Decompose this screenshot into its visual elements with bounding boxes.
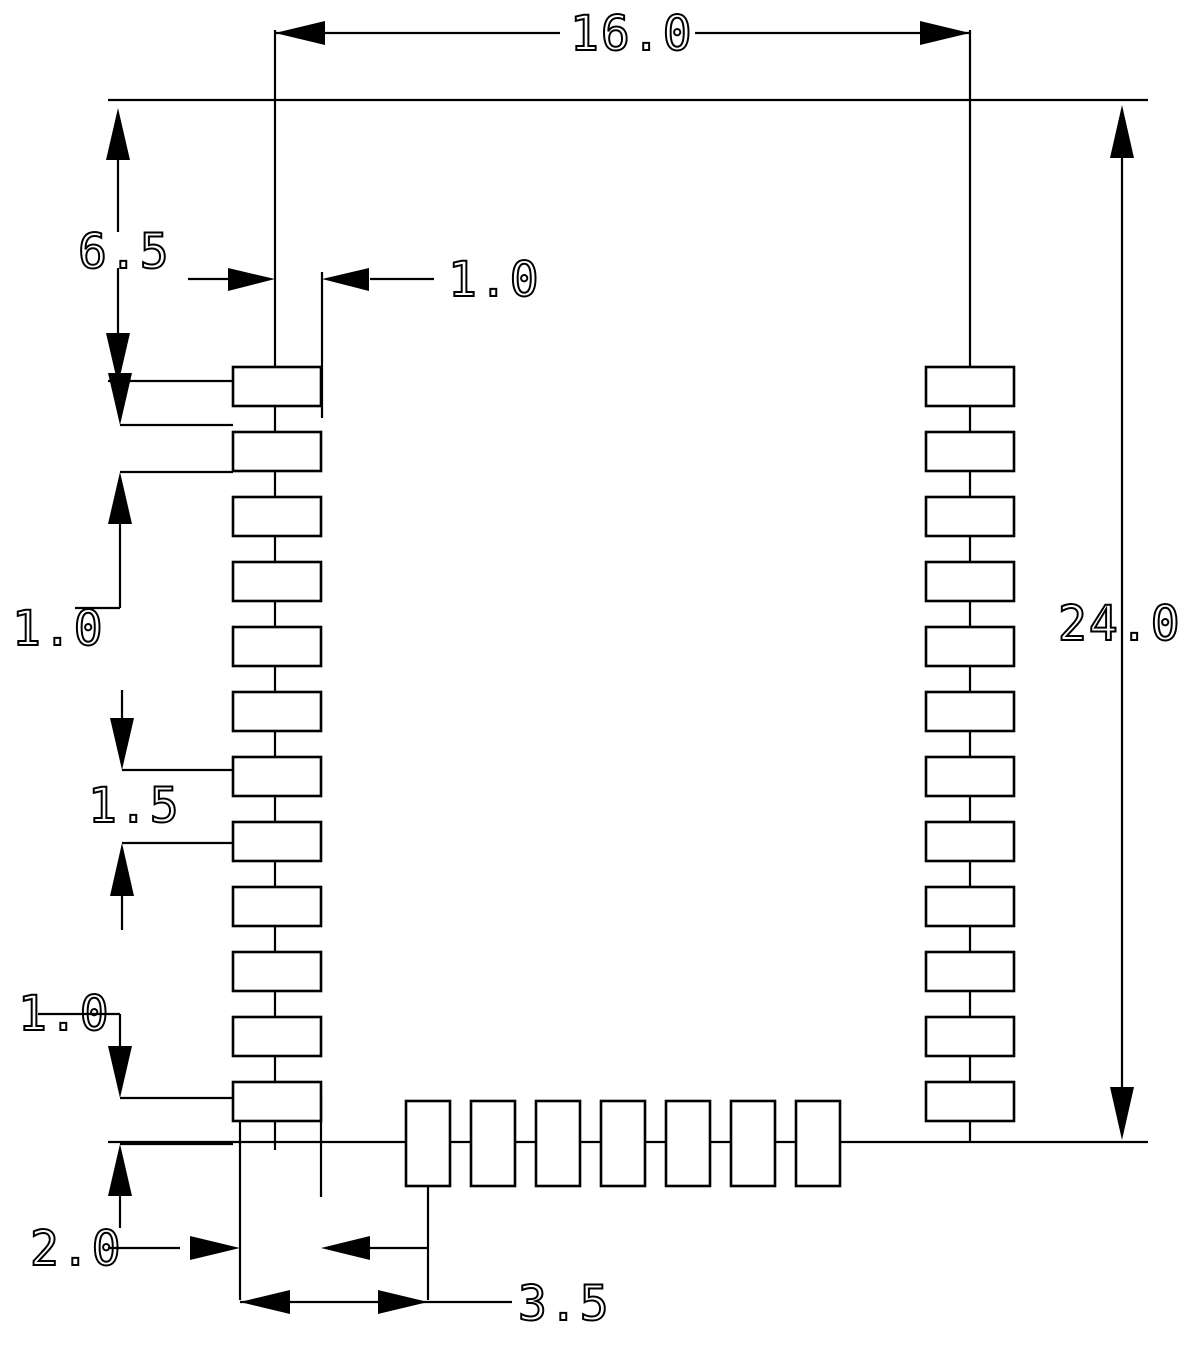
pad-left-10 [231,950,323,993]
arrow-right-16 [920,21,970,45]
dim-1-0-top-label: 1.0 [448,252,541,308]
pad-left-12 [231,1080,323,1123]
pad-right-3 [924,495,1016,538]
dim-16-0-group: 16.0 [275,5,970,63]
pad-left-9 [231,885,323,928]
arrow-down-10upper [108,373,132,425]
pad-left-2 [231,430,323,473]
pad-left-11 [231,1015,323,1058]
arrow-up-15 [110,843,134,896]
arrow-up-10lower [108,1144,132,1196]
arrow-left-35-leader [321,1236,370,1260]
pad-right-9 [924,885,1016,928]
bottom-pad-row [404,1099,842,1188]
pad-right-2 [924,430,1016,473]
left-pad-column [231,365,323,1123]
arrow-down-24 [1110,1087,1134,1140]
dim-1-0-lower-group: 1.0 [17,985,233,1228]
arrow-left-10top [322,268,369,291]
dim-2-0-group: 2.0 [29,1220,240,1278]
dim-1-5-label: 1.5 [88,778,181,834]
pad-bottom-5 [664,1099,712,1188]
arrow-up-24 [1110,105,1134,158]
dim-6-5-group: 6.5 [77,108,233,385]
arrow-down-65 [106,333,130,385]
arrow-right-35 [378,1290,428,1314]
pad-left-8 [231,820,323,863]
arrow-left-16 [275,21,325,45]
pad-bottom-7 [794,1099,842,1188]
dim-6-5-label: 6.5 [78,224,171,280]
dim-2-0-label: 2.0 [30,1221,123,1277]
arrow-up-10upper [108,472,132,524]
pad-right-8 [924,820,1016,863]
pad-right-6 [924,690,1016,733]
pad-right-10 [924,950,1016,993]
pad-right-4 [924,560,1016,603]
pad-bottom-3 [534,1099,582,1188]
pad-right-12 [924,1080,1016,1123]
pad-left-4 [231,560,323,603]
arrow-right-10top [228,268,275,291]
dim-1-0-upper-group: 1.0 [11,373,233,658]
pad-left-1 [231,365,323,408]
arrow-up-65 [106,108,130,160]
pad-bottom-2 [469,1099,517,1188]
dim-3-5-group: 3.5 [240,1236,611,1333]
dim-3-5-label: 3.5 [518,1276,611,1332]
pad-right-11 [924,1015,1016,1058]
pad-left-6 [231,690,323,733]
arrow-left-35 [240,1290,290,1314]
pad-left-5 [231,625,323,668]
pad-bottom-1 [404,1099,452,1188]
pad-right-5 [924,625,1016,668]
right-pad-column [924,365,1016,1123]
dim-16-0-label: 16.0 [570,6,694,62]
pad-bottom-4 [599,1099,647,1188]
dim-1-5-group: 1.5 [87,690,233,930]
dim-1-0-upper-label: 1.0 [12,601,105,657]
pad-left-3 [231,495,323,538]
dim-24-0-group: 24.0 [1057,105,1182,1140]
pad-right-7 [924,755,1016,798]
arrow-right-20 [190,1236,240,1260]
arrow-down-10lower [108,1046,132,1098]
arrow-down-15 [110,718,134,770]
pad-left-7 [231,755,323,798]
dim-24-0-label: 24.0 [1058,596,1182,652]
dim-1-0-top-group: 1.0 [188,251,541,309]
pad-right-1 [924,365,1016,408]
dim-1-0-lower-label: 1.0 [18,986,111,1042]
pad-bottom-6 [729,1099,777,1188]
